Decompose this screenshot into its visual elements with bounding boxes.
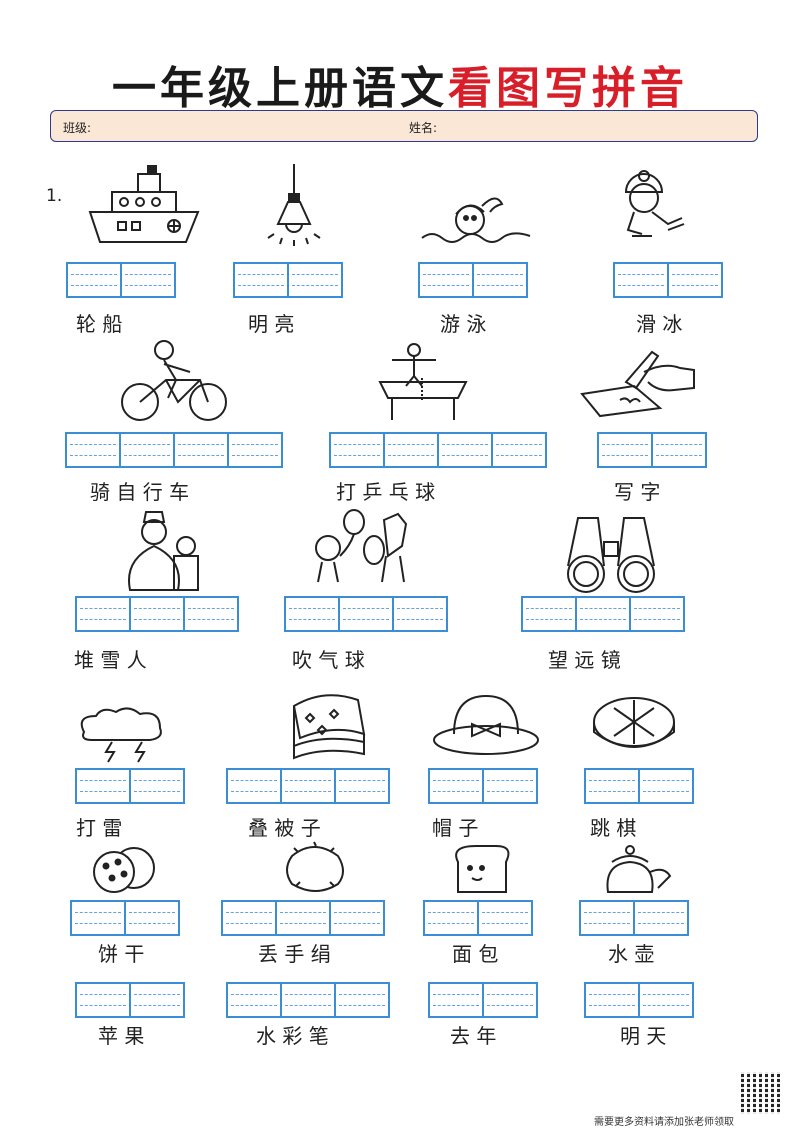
pinyin-grid-16[interactable] [221,900,385,936]
binoculars-icon [562,512,660,593]
pinyin-grid-22[interactable] [584,982,694,1018]
snowman-icon [124,510,214,594]
bread-icon [452,844,510,896]
word-label-18: 水 壶 [608,942,655,966]
thunder-cloud-icon [76,706,170,763]
word-label-17: 面 包 [452,942,499,966]
word-label-1: 轮 船 [76,312,123,336]
pinyin-grid-9[interactable] [284,596,448,632]
word-label-5: 骑 自 行 车 [90,480,190,504]
checkers-board-icon [592,694,676,758]
word-label-2: 明 亮 [248,312,295,336]
name-label: 姓名: [409,121,438,135]
pinyin-grid-11[interactable] [75,768,185,804]
pinyin-grid-3[interactable] [418,262,528,298]
pinyin-grid-2[interactable] [233,262,343,298]
question-number: 1. [46,186,63,206]
word-label-20: 水 彩 笔 [256,1024,329,1048]
pinyin-grid-6[interactable] [329,432,547,468]
cookie-icon [90,846,158,896]
writing-hand-icon [580,346,696,418]
word-label-14: 跳 棋 [590,816,637,840]
ship-icon [88,164,200,248]
word-label-6: 打 乒 乓 球 [336,480,436,504]
word-label-8: 堆 雪 人 [74,648,147,672]
pinyin-grid-8[interactable] [75,596,239,632]
ping-pong-icon [378,342,468,422]
cyclist-icon [120,340,230,422]
pinyin-grid-17[interactable] [423,900,533,936]
word-label-4: 滑 冰 [636,312,683,336]
pinyin-grid-5[interactable] [65,432,283,468]
pinyin-grid-13[interactable] [428,768,538,804]
word-label-15: 饼 干 [98,942,145,966]
pinyin-grid-14[interactable] [584,768,694,804]
pinyin-grid-15[interactable] [70,900,180,936]
quilt-icon [284,688,368,768]
page-title: 一年级上册语文看图写拼音 [0,52,800,116]
kettle-icon [600,844,672,896]
pinyin-grid-12[interactable] [226,768,390,804]
balloon-icon [312,509,412,584]
pinyin-grid-10[interactable] [521,596,685,632]
word-label-16: 丢 手 绢 [258,942,331,966]
word-label-10: 望 远 镜 [548,648,621,672]
word-label-7: 写 字 [614,480,661,504]
qr-code-icon [741,1072,783,1114]
pinyin-grid-21[interactable] [428,982,538,1018]
pinyin-grid-20[interactable] [226,982,390,1018]
word-label-9: 吹 气 球 [292,648,365,672]
word-label-3: 游 泳 [440,312,487,336]
swimmer-icon [421,186,532,248]
student-info-bar: 班级: 姓名: [50,110,758,142]
lamp-icon [264,164,324,248]
hat-icon [432,694,540,760]
word-label-22: 明 天 [620,1024,667,1048]
word-label-11: 打 雷 [76,816,123,840]
pinyin-grid-4[interactable] [613,262,723,298]
class-label: 班级: [63,121,92,135]
word-label-21: 去 年 [450,1024,497,1048]
pinyin-grid-18[interactable] [579,900,689,936]
title-red-part: 看图写拼音 [448,63,688,114]
pinyin-grid-1[interactable] [66,262,176,298]
skater-icon [612,170,692,250]
pinyin-grid-19[interactable] [75,982,185,1018]
footer-note: 需要更多资料请添加张老师领取 [594,1117,734,1128]
word-label-12: 叠 被 子 [248,816,321,840]
word-label-13: 帽 子 [432,816,479,840]
pinyin-grid-7[interactable] [597,432,707,468]
handkerchief-icon [284,838,346,896]
title-black-part: 一年级上册语文 [112,63,448,114]
word-label-19: 苹 果 [98,1024,145,1048]
